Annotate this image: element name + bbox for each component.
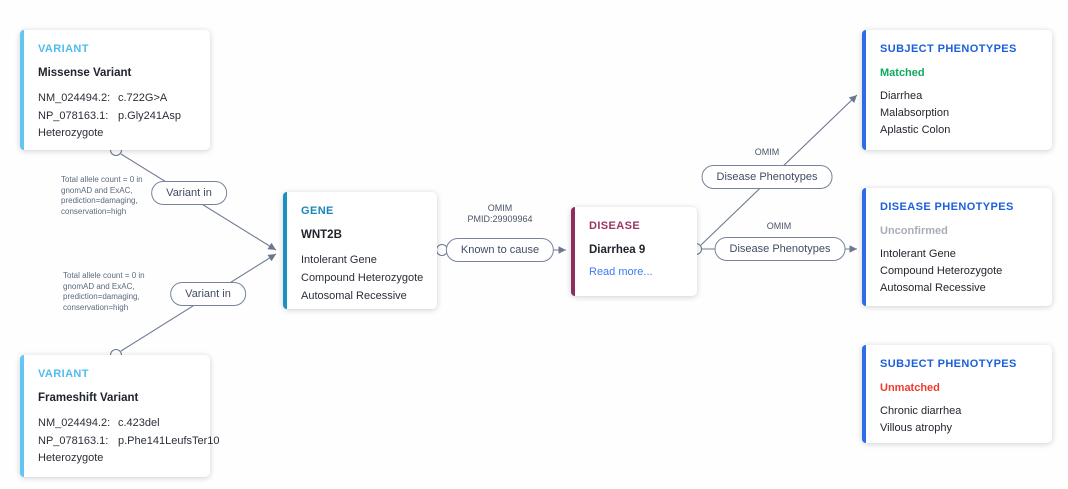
phenotype-accent-bar (862, 188, 866, 306)
transcript-row: NM_024494.2: c.722G>A (38, 89, 198, 107)
variant-title: Missense Variant (38, 67, 132, 79)
variant-title: Frameshift Variant (38, 392, 139, 404)
match-status-badge: Unconfirmed (880, 225, 948, 237)
zygosity-label: Heterozygote (38, 127, 104, 139)
phenotype-accent-bar (862, 345, 866, 443)
disease-accent-bar (571, 207, 575, 296)
phenotype-item: Villous atrophy (880, 422, 952, 434)
card-type-label: DISEASE PHENOTYPES (880, 201, 1014, 213)
card-type-label: SUBJECT PHENOTYPES (880, 358, 1017, 370)
match-status-badge: Matched (880, 67, 925, 79)
protein-row: NP_078163.1: p.Phe141LeufsTer10 (38, 432, 220, 450)
disease-name: Diarrhea 9 (589, 244, 646, 256)
transcript-id: NM_024494.2: (38, 417, 111, 429)
gene-attribute: Compound Heterozygote (301, 272, 424, 284)
protein-id: NP_078163.1: (38, 435, 109, 447)
card-subject-phenotypes-unmatched[interactable]: SUBJECT PHENOTYPES Unmatched Chronic dia… (862, 345, 1052, 443)
gene-attribute: Autosomal Recessive (301, 290, 407, 302)
card-disease[interactable]: DISEASE Diarrhea 9 Read more... (571, 207, 697, 296)
card-subject-phenotypes-matched[interactable]: SUBJECT PHENOTYPES Matched Diarrhea Mala… (862, 30, 1052, 150)
cdna-change: c.423del (118, 417, 160, 429)
phenotype-item: Malabsorption (880, 107, 950, 119)
edge-label-disease-phenotypes-top: Disease Phenotypes (701, 165, 833, 189)
gene-attribute: Intolerant Gene (301, 254, 377, 266)
phenotype-item: Aplastic Colon (880, 124, 951, 136)
source-reference: PMID:29909964 (467, 214, 533, 224)
edge-annotation-missense: Total allele count = 0 in gnomAD and ExA… (61, 175, 143, 216)
edge-label-disease-phenotypes-bottom: Disease Phenotypes (714, 237, 846, 261)
gene-accent-bar (283, 192, 287, 309)
card-type-label: VARIANT (38, 43, 89, 55)
read-more-link[interactable]: Read more... (589, 266, 653, 278)
transcript-id: NM_024494.2: (38, 92, 111, 104)
cdna-change: c.722G>A (118, 92, 168, 104)
match-status-badge: Unmatched (880, 382, 940, 394)
source-name: OMIM (487, 203, 513, 213)
edge-source-known-to-cause: OMIM PMID:29909964 (440, 203, 560, 225)
edge-source-disease-phenotypes-bottom: OMIM (766, 221, 792, 231)
edge-label-known-to-cause: Known to cause (445, 238, 555, 262)
card-variant-missense[interactable]: VARIANT Missense Variant NM_024494.2: c.… (20, 30, 210, 150)
variant-accent-bar (20, 30, 24, 150)
zygosity-label: Heterozygote (38, 452, 104, 464)
phenotype-item: Diarrhea (880, 90, 923, 102)
gene-symbol: WNT2B (301, 229, 342, 241)
variant-accent-bar (20, 355, 24, 477)
phenotype-item: Intolerant Gene (880, 248, 956, 260)
phenotype-item: Autosomal Recessive (880, 282, 986, 294)
protein-row: NP_078163.1: p.Gly241Asp (38, 107, 198, 125)
phenotype-item: Compound Heterozygote (880, 265, 1003, 277)
card-disease-phenotypes[interactable]: DISEASE PHENOTYPES Unconfirmed Intoleran… (862, 188, 1052, 306)
phenotype-item: Chronic diarrhea (880, 405, 962, 417)
edge-source-disease-phenotypes-top: OMIM (754, 147, 780, 157)
card-type-label: SUBJECT PHENOTYPES (880, 43, 1017, 55)
protein-change: p.Phe141LeufsTer10 (118, 435, 220, 447)
card-variant-frameshift[interactable]: VARIANT Frameshift Variant NM_024494.2: … (20, 355, 220, 477)
transcript-row: NM_024494.2: c.423del (38, 414, 198, 432)
card-type-label: DISEASE (589, 220, 641, 232)
edge-annotation-frameshift: Total allele count = 0 in gnomAD and ExA… (63, 271, 145, 312)
edge-label-variant-in-bottom: Variant in (170, 282, 246, 306)
card-gene[interactable]: GENE WNT2B Intolerant Gene Compound Hete… (283, 192, 437, 309)
card-type-label: VARIANT (38, 368, 89, 380)
protein-change: p.Gly241Asp (118, 110, 181, 122)
phenotype-accent-bar (862, 30, 866, 150)
protein-id: NP_078163.1: (38, 110, 109, 122)
card-type-label: GENE (301, 205, 334, 217)
edge-label-variant-in-top: Variant in (151, 181, 227, 205)
